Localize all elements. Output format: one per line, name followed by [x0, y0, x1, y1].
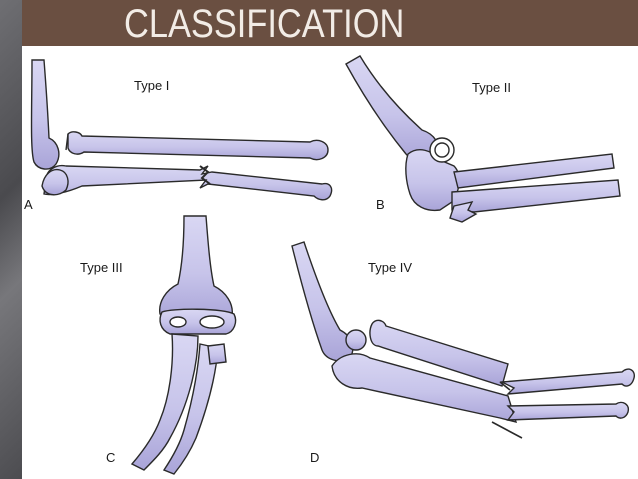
panel-b — [345, 55, 621, 223]
panel-c-letter: C — [106, 450, 115, 465]
panel-a-ulna — [43, 164, 333, 201]
diagram-svg: Type I A Type II B — [24, 55, 636, 475]
panel-d-fracture-spike — [491, 381, 523, 439]
panel-a-type-label: Type I — [134, 78, 169, 93]
slide-header: CLASSIFICATION — [22, 0, 638, 46]
slide-title: CLASSIFICATION — [124, 2, 405, 46]
left-decorative-strip — [0, 0, 22, 479]
panel-d-radial-head — [345, 329, 367, 351]
panel-d-radius-distal — [499, 368, 636, 395]
panel-c-type-label: Type III — [80, 260, 123, 275]
panel-b-type-label: Type II — [472, 80, 511, 95]
panel-b-humerus — [345, 55, 439, 163]
panel-c-radius — [162, 343, 219, 475]
panel-d-radius-proximal — [369, 319, 509, 387]
panel-b-radius — [453, 153, 615, 189]
panel-c-radial-head — [207, 343, 227, 365]
panel-d-humerus — [291, 241, 354, 362]
panel-d — [291, 241, 636, 439]
panel-b-ulna — [451, 179, 621, 213]
fracture-classification-diagram: Type I A Type II B — [22, 46, 638, 479]
panel-b-fracture-fragment — [449, 200, 478, 223]
panel-d-type-label: Type IV — [368, 260, 412, 275]
panel-d-ulna-distal — [506, 401, 630, 421]
panel-a-letter: A — [24, 197, 33, 212]
panel-c-ulna — [130, 333, 199, 471]
panel-b-letter: B — [376, 197, 385, 212]
panel-a-radius — [67, 131, 329, 161]
panel-c-humerus — [159, 215, 233, 321]
panel-a-fracture-line — [199, 165, 211, 185]
panel-a-olecranon — [41, 168, 69, 196]
panel-d-ulna-proximal — [331, 353, 518, 423]
panel-c — [130, 215, 237, 475]
panel-d-letter: D — [310, 450, 319, 465]
panel-a — [30, 59, 333, 201]
panel-a-humerus — [30, 59, 60, 170]
